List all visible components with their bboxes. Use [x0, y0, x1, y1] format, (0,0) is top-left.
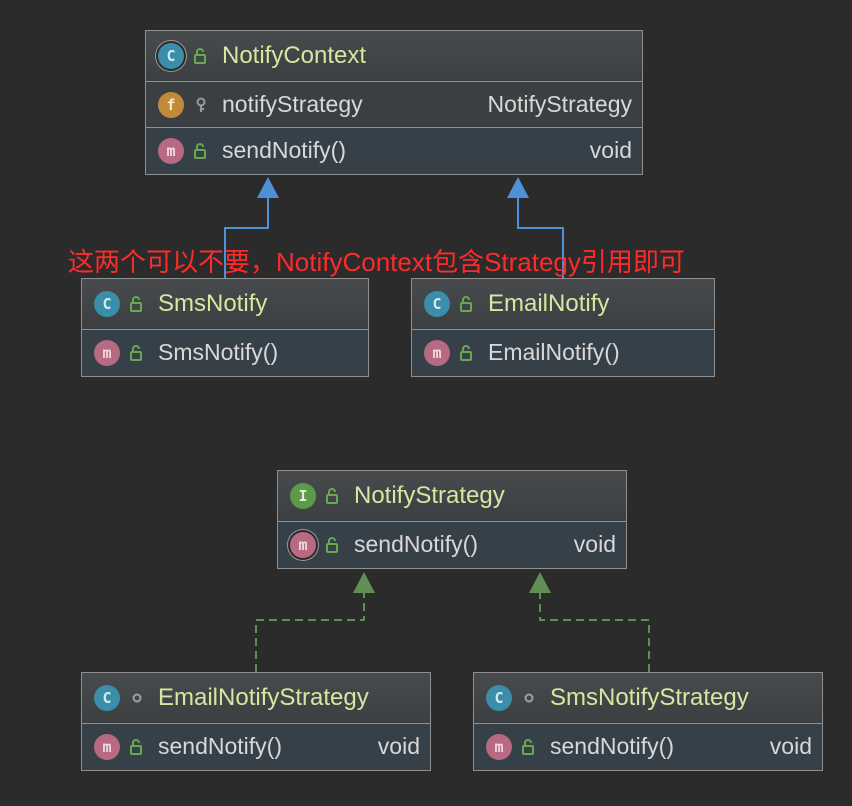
class-icon: C [94, 685, 120, 711]
public-unlock-icon [522, 738, 534, 755]
method-row-send-notify[interactable]: m sendNotify() void [146, 127, 642, 173]
method-return-type: void [589, 137, 632, 163]
public-unlock-icon [326, 488, 338, 504]
class-box-sms-notify-strategy[interactable]: C SmsNotifyStrategy m sendNotify() void [473, 672, 823, 771]
package-private-dot-icon [524, 693, 534, 703]
field-name: notifyStrategy [222, 91, 363, 117]
class-icon: C [94, 291, 120, 317]
method-row-send-notify[interactable]: m sendNotify() void [474, 724, 822, 769]
class-header: C NotifyContext [146, 31, 642, 82]
public-unlock-icon [194, 48, 206, 64]
class-header: C SmsNotifyStrategy [474, 673, 822, 724]
class-icon: C [486, 685, 512, 711]
inheritance-arrowhead-icon [257, 177, 279, 198]
public-unlock-icon [460, 296, 472, 312]
method-icon: m [94, 339, 120, 366]
method-icon: m [424, 339, 450, 366]
abstract-method-icon: m [290, 531, 316, 558]
annotation-note: 这两个可以不要，NotifyContext包含Strategy引用即可 [68, 247, 685, 277]
class-box-email-notify-strategy[interactable]: C EmailNotifyStrategy m sendNotify() voi… [81, 672, 431, 771]
field-row-notify-strategy[interactable]: f notifyStrategy NotifyStrategy [146, 82, 642, 127]
method-name: sendNotify() [550, 733, 674, 759]
interface-header: I NotifyStrategy [278, 471, 626, 522]
interface-box-notify-strategy[interactable]: I NotifyStrategy m sendNotify() void [277, 470, 627, 569]
implements-edge-sms-notify-strategy-line [539, 592, 650, 672]
class-name: SmsNotify [158, 290, 268, 317]
method-name: sendNotify() [158, 733, 282, 759]
implements-edge-email-notify-strategy[interactable] [255, 572, 375, 672]
public-unlock-icon [130, 296, 142, 312]
implements-edge-sms-notify-strategy[interactable] [529, 572, 650, 672]
inheritance-arrowhead-icon [507, 177, 529, 198]
package-private-dot-icon [132, 693, 142, 703]
method-return-type: void [377, 733, 420, 759]
public-unlock-icon [326, 536, 338, 553]
public-unlock-icon [130, 344, 142, 361]
field-icon: f [158, 91, 184, 118]
method-row-send-notify[interactable]: m sendNotify() void [82, 724, 430, 769]
class-header: C SmsNotify [82, 279, 368, 330]
method-return-type: void [573, 531, 616, 557]
class-name: EmailNotifyStrategy [158, 684, 369, 711]
class-box-email-notify[interactable]: C EmailNotify m EmailNotify() [411, 278, 715, 377]
method-name: sendNotify() [354, 531, 478, 557]
interface-icon: I [290, 483, 316, 509]
interface-name: NotifyStrategy [354, 482, 505, 509]
implements-edge-email-notify-strategy-line [255, 592, 365, 672]
realization-arrowhead-icon [529, 572, 551, 593]
class-name: SmsNotifyStrategy [550, 684, 749, 711]
public-unlock-icon [194, 142, 206, 159]
class-icon: C [158, 43, 184, 69]
method-name: SmsNotify() [158, 339, 279, 365]
method-name: sendNotify() [222, 137, 346, 163]
class-header: C EmailNotify [412, 279, 714, 330]
realization-arrowhead-icon [353, 572, 375, 593]
class-box-notify-context[interactable]: C NotifyContext f notifyStrategy NotifyS… [145, 30, 643, 175]
public-unlock-icon [460, 344, 472, 361]
method-name: EmailNotify() [488, 339, 620, 365]
class-box-sms-notify[interactable]: C SmsNotify m SmsNotify() [81, 278, 369, 377]
method-row-constructor[interactable]: m SmsNotify() [82, 330, 368, 375]
method-icon: m [158, 137, 184, 164]
field-type: NotifyStrategy [487, 91, 632, 117]
class-icon: C [424, 291, 450, 317]
method-icon: m [486, 733, 512, 760]
method-row-send-notify[interactable]: m sendNotify() void [278, 522, 626, 567]
class-name: NotifyContext [222, 42, 367, 69]
public-unlock-icon [130, 738, 142, 755]
class-header: C EmailNotifyStrategy [82, 673, 430, 724]
method-return-type: void [769, 733, 812, 759]
method-icon: m [94, 733, 120, 760]
class-name: EmailNotify [488, 290, 610, 317]
private-key-icon [196, 97, 206, 112]
method-row-constructor[interactable]: m EmailNotify() [412, 330, 714, 375]
